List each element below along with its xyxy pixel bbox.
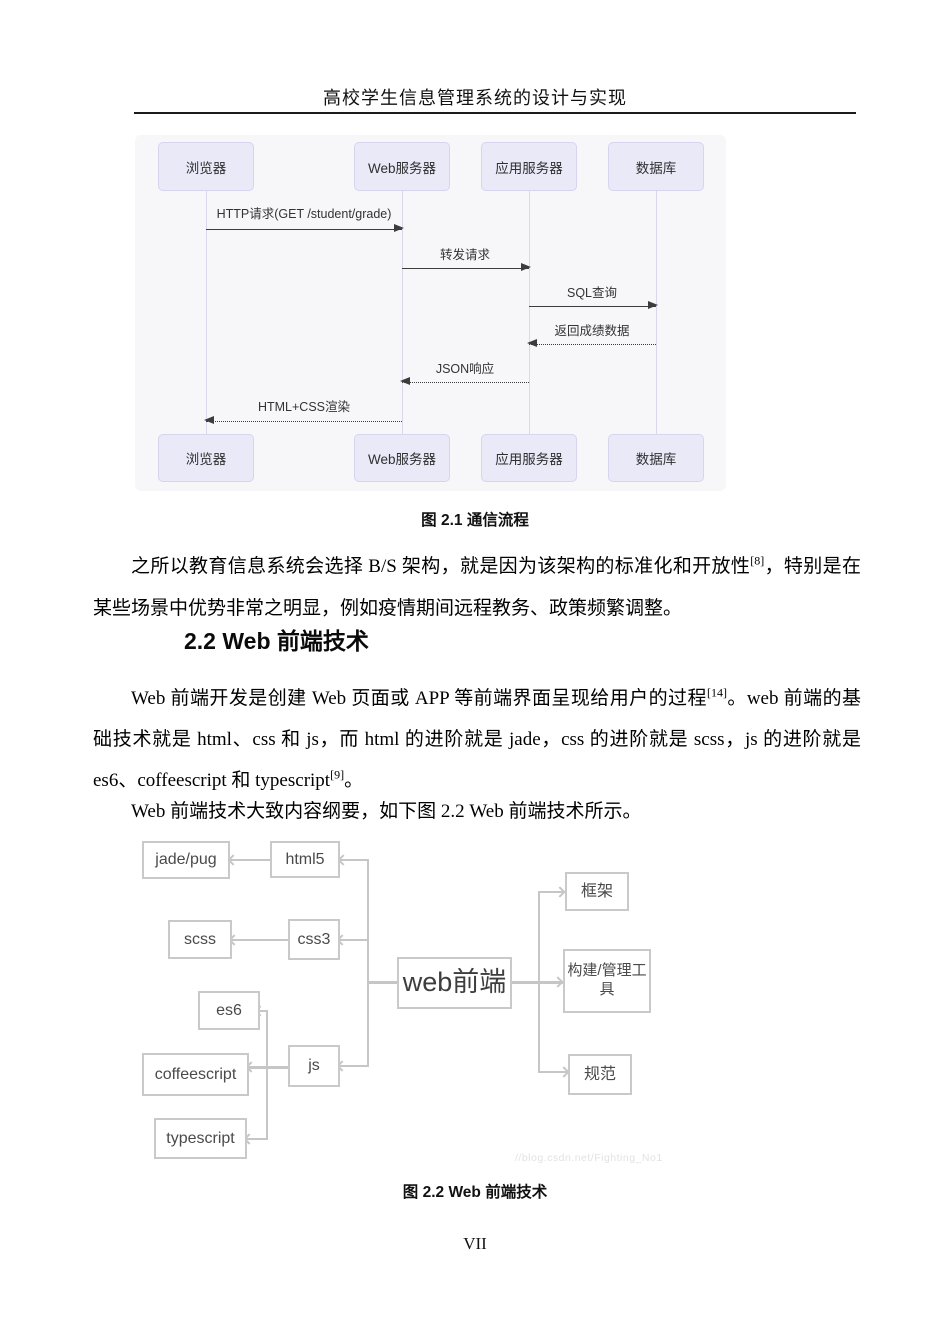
page-number: VII bbox=[463, 1234, 487, 1253]
node-build-tools: 构建/管理工具 bbox=[563, 949, 651, 1013]
actor-browser-bottom: 浏览器 bbox=[158, 434, 254, 482]
lifeline-browser bbox=[206, 191, 207, 434]
message-arrow-sql-query bbox=[529, 301, 658, 310]
connector-trunk-standards bbox=[538, 1071, 569, 1073]
figure-2-2-caption: 图 2.2 Web 前端技术 bbox=[402, 1184, 548, 1201]
paragraph-web-frontend-intro: Web 前端开发是创建 Web 页面或 APP 等前端界面呈现给用户的过程[14… bbox=[93, 678, 861, 801]
connector-trunk-html5 bbox=[340, 859, 368, 861]
paragraph-text: 之所以教育信息系统会选择 B/S 架构，就是因为该架构的标准化和开放性 bbox=[131, 556, 751, 577]
arrowhead-right-icon bbox=[394, 224, 404, 233]
paragraph-text: ，特别是在某些场景中优势非常之明显，例如疫情期间远程教务、政策频繁调整。 bbox=[93, 556, 861, 619]
arrowhead-right-icon bbox=[552, 976, 564, 988]
message-label-http-request: HTTP请求(GET /student/grade) bbox=[216, 207, 392, 221]
actor-database-top: 数据库 bbox=[608, 142, 704, 191]
node-js: js bbox=[288, 1045, 340, 1087]
message-label-forward-request: 转发请求 bbox=[439, 248, 491, 262]
arrowhead-right-icon bbox=[554, 886, 566, 898]
node-jade-pug: jade/pug bbox=[142, 841, 230, 879]
message-arrow-http-request bbox=[206, 224, 404, 233]
actor-web-server-top: Web服务器 bbox=[354, 142, 450, 191]
actor-app-server-top: 应用服务器 bbox=[481, 142, 577, 191]
lifeline-app-server bbox=[529, 191, 530, 434]
node-web-frontend: web前端 bbox=[397, 957, 512, 1009]
message-arrow-html-css-render bbox=[204, 416, 402, 425]
citation-ref-14: [14] bbox=[706, 685, 727, 700]
connector-js-coffeescript bbox=[248, 1066, 288, 1069]
node-coffeescript: coffeescript bbox=[142, 1053, 249, 1096]
section-heading-2-2: 2.2 Web 前端技术 bbox=[184, 628, 369, 654]
node-framework: 框架 bbox=[565, 872, 629, 911]
node-standards: 规范 bbox=[568, 1054, 632, 1095]
citation-ref-8: [8] bbox=[750, 553, 765, 568]
paragraph-bs-architecture: 之所以教育信息系统会选择 B/S 架构，就是因为该架构的标准化和开放性[8]，特… bbox=[93, 546, 861, 630]
paragraph-text: Web 前端开发是创建 Web 页面或 APP 等前端界面呈现给用户的过程 bbox=[131, 688, 707, 709]
citation-ref-9: [9] bbox=[330, 767, 345, 782]
actor-web-server-bottom: Web服务器 bbox=[354, 434, 450, 482]
node-scss: scss bbox=[168, 920, 232, 959]
connector-center-buildtools bbox=[512, 981, 563, 984]
arrowhead-left-icon bbox=[204, 416, 214, 425]
connector-center-left bbox=[367, 981, 398, 984]
paragraph-figure-lead-in: Web 前端技术大致内容纲要，如下图 2.2 Web 前端技术所示。 bbox=[131, 801, 642, 822]
actor-database-bottom: 数据库 bbox=[608, 434, 704, 482]
paragraph-text: 。 bbox=[344, 770, 364, 791]
connector-css3-scss bbox=[231, 939, 288, 941]
actor-browser-top: 浏览器 bbox=[158, 142, 254, 191]
connector-trunk-typescript bbox=[246, 1138, 268, 1140]
connector-js-trunk bbox=[266, 1010, 268, 1139]
connector-left-trunk bbox=[367, 859, 369, 1067]
header-rule bbox=[134, 112, 856, 114]
message-label-sql-query: SQL查询 bbox=[566, 286, 618, 300]
arrowhead-right-icon bbox=[521, 263, 531, 272]
node-html5: html5 bbox=[270, 841, 340, 878]
connector-html5-jadepug bbox=[230, 859, 270, 861]
node-es6: es6 bbox=[198, 991, 260, 1030]
running-title: 高校学生信息管理系统的设计与实现 bbox=[323, 88, 627, 108]
node-css3: css3 bbox=[288, 919, 340, 960]
connector-trunk-es6 bbox=[259, 1010, 268, 1012]
connector-trunk-css3 bbox=[339, 939, 368, 941]
message-arrow-forward-request bbox=[402, 263, 531, 272]
message-label-json-response: JSON响应 bbox=[435, 362, 495, 376]
lifeline-database bbox=[656, 191, 657, 434]
node-typescript: typescript bbox=[154, 1118, 247, 1159]
message-arrow-json-response bbox=[400, 377, 529, 386]
message-label-return-grades: 返回成绩数据 bbox=[554, 324, 630, 338]
paragraph-text: 。web 前端的基础技术就是 html、css 和 js，而 html 的进阶就… bbox=[93, 688, 862, 791]
lifeline-web-server bbox=[402, 191, 403, 434]
figure-2-1-caption: 图 2.1 通信流程 bbox=[421, 512, 529, 529]
actor-app-server-bottom: 应用服务器 bbox=[481, 434, 577, 482]
figure-web-frontend-tech: jade/pug html5 scss css3 es6 coffeescrip… bbox=[135, 835, 675, 1167]
arrowhead-right-icon bbox=[648, 301, 658, 310]
watermark-text: //blog.csdn.net/Fighting_No1 bbox=[515, 1152, 663, 1164]
connector-trunk-framework bbox=[538, 891, 565, 893]
message-arrow-return-grades bbox=[527, 339, 656, 348]
figure-communication-flow: 浏览器 Web服务器 应用服务器 数据库 HTTP请求(GET /student… bbox=[135, 135, 726, 491]
arrowhead-left-icon bbox=[400, 377, 410, 386]
connector-trunk-js bbox=[339, 1065, 368, 1067]
message-label-html-css-render: HTML+CSS渲染 bbox=[257, 400, 351, 414]
arrowhead-left-icon bbox=[527, 339, 537, 348]
